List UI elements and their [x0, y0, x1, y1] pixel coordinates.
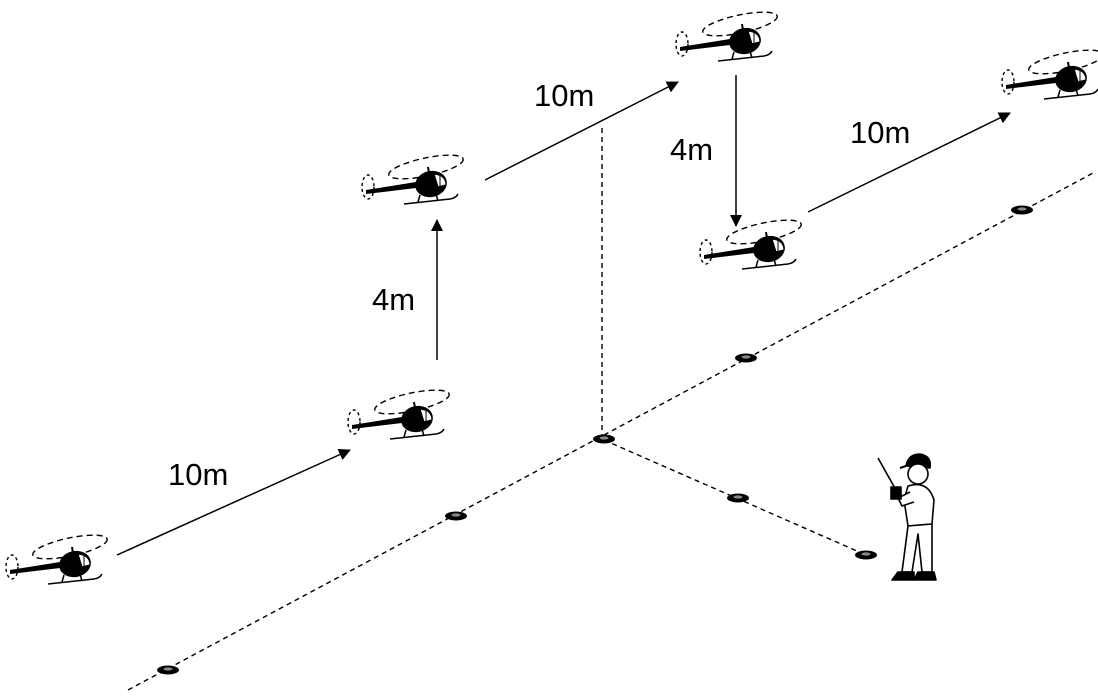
distance-label: 10m [850, 115, 910, 150]
path-arrow-5 [807, 112, 1011, 213]
ground-marker-icon [1011, 205, 1033, 215]
ground-lines [127, 128, 1096, 691]
ground-marker-icon [735, 353, 757, 363]
distance-label: 10m [168, 457, 228, 492]
path-arrow-1 [116, 449, 351, 556]
main-ground-line [127, 171, 1096, 691]
ground-marker-icon [855, 550, 877, 560]
helicopter-icon [675, 6, 781, 62]
distance-label: 4m [372, 282, 415, 317]
ground-marker-icon [445, 511, 467, 521]
path-arrow-3 [484, 81, 679, 181]
ground-marker-icon [593, 434, 615, 444]
ground-marker-icon [157, 665, 179, 675]
helicopter-icon [1001, 44, 1098, 100]
helicopter-icon [5, 529, 111, 585]
pilot-sight-line [603, 439, 867, 556]
helicopter-icon [347, 384, 453, 440]
distance-label: 4m [670, 132, 713, 167]
helicopter-icon [699, 214, 805, 270]
distance-label: 10m [534, 78, 594, 113]
ground-marker-icon [727, 493, 749, 503]
flight-path [116, 75, 1011, 556]
rc-pilot-icon [877, 453, 937, 581]
helicopter-icon [361, 149, 467, 205]
